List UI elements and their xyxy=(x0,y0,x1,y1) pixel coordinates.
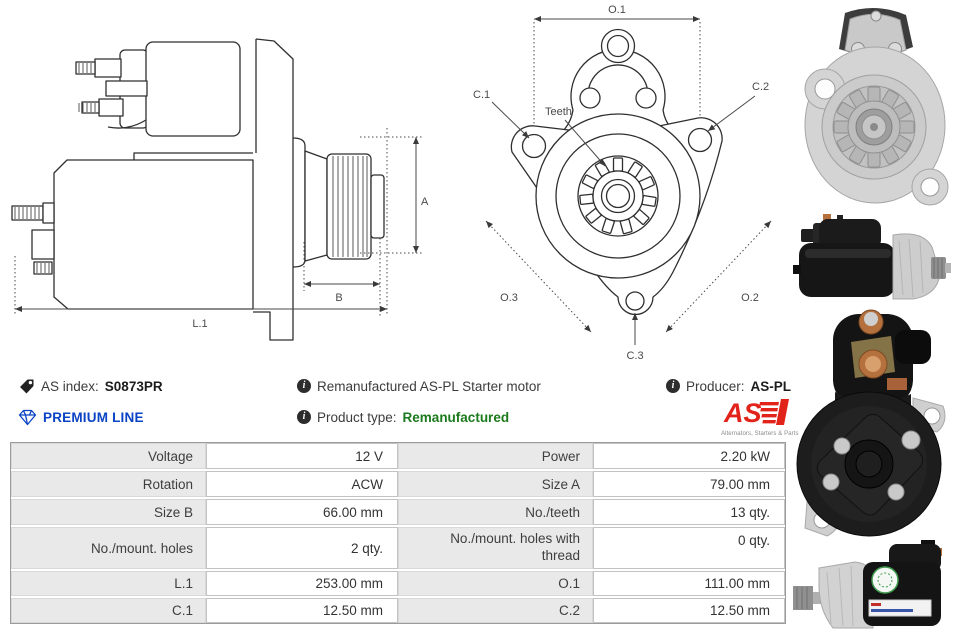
spec-value: 2.20 kW xyxy=(593,443,785,469)
product-photo-side-view xyxy=(793,214,951,300)
spec-value: 13 qty. xyxy=(593,499,785,525)
spec-value: 12 V xyxy=(206,443,398,469)
spec-label: Size B xyxy=(11,499,206,525)
spec-label: Rotation xyxy=(11,471,206,497)
spec-value: 0 qty. xyxy=(593,527,785,569)
dim-label-o1: O.1 xyxy=(608,4,626,16)
description-text: Remanufactured AS-PL Starter motor xyxy=(317,378,541,394)
info-icon xyxy=(297,410,311,424)
spec-value: 111.00 mm xyxy=(593,571,785,596)
aspl-logo-tagline: Alternators, Starters & Parts xyxy=(721,431,799,437)
spec-label: No./mount. holes with thread xyxy=(398,527,593,569)
spec-value: 12.50 mm xyxy=(593,598,785,623)
info-icon xyxy=(666,379,680,393)
product-type-label: Product type: xyxy=(317,409,397,425)
starter-front-view-drawing: O.1 C.1 C.2 Teeth O.3 O.2 C.3 xyxy=(473,4,772,362)
dim-label-l1: L.1 xyxy=(192,318,207,330)
spec-label: No./teeth xyxy=(398,499,593,525)
spec-label: C.1 xyxy=(11,598,206,623)
premium-line-label: PREMIUM LINE xyxy=(43,409,144,425)
spec-value: 79.00 mm xyxy=(593,471,785,497)
product-description: Remanufactured AS-PL Starter motor xyxy=(297,377,541,395)
producer-label: Producer: xyxy=(686,378,745,394)
spec-label: Size A xyxy=(398,471,593,497)
producer-value: AS-PL xyxy=(750,378,792,394)
spec-label: Voltage xyxy=(11,443,206,469)
spec-value: 253.00 mm xyxy=(206,571,398,596)
tag-icon xyxy=(20,379,34,393)
dim-label-c1: C.1 xyxy=(473,89,490,101)
dim-label-c3: C.3 xyxy=(626,350,643,362)
as-index: AS index: S0873PR xyxy=(18,377,163,395)
product-photo-rear-view xyxy=(796,309,946,537)
leader-lines xyxy=(491,95,756,345)
dim-label-o3: O.3 xyxy=(500,292,518,304)
dim-label-o2: O.2 xyxy=(741,292,759,304)
spec-label: L.1 xyxy=(11,571,206,596)
dim-label-b: B xyxy=(335,292,342,304)
product-photo-side-view-2 xyxy=(793,540,942,629)
dim-label-teeth: Teeth xyxy=(545,106,572,118)
producer: Producer: AS-PL xyxy=(666,377,791,395)
product-type-value: Remanufactured xyxy=(402,409,510,425)
diamond-icon xyxy=(18,409,37,425)
side-view-dimensions xyxy=(14,128,424,316)
side-view-outline xyxy=(11,38,385,341)
aspl-logo-mark: AS xyxy=(723,398,789,428)
spec-label: O.1 xyxy=(398,571,593,596)
premium-line: PREMIUM LINE xyxy=(18,408,144,426)
product-photo-front-view xyxy=(804,7,949,206)
info-icon xyxy=(297,379,311,393)
as-index-value: S0873PR xyxy=(104,378,163,394)
product-type: Product type: Remanufactured xyxy=(297,408,509,426)
as-index-label: AS index: xyxy=(41,378,99,394)
spec-value: 12.50 mm xyxy=(206,598,398,623)
spec-value: ACW xyxy=(206,471,398,497)
front-view-outline xyxy=(510,28,723,316)
dim-label-c2: C.2 xyxy=(752,81,769,93)
dim-label-a: A xyxy=(421,196,429,208)
aspl-logo-text: AS xyxy=(723,398,762,426)
starter-side-view-drawing: A B L.1 xyxy=(11,38,429,341)
spec-label: C.2 xyxy=(398,598,593,623)
spec-label: Power xyxy=(398,443,593,469)
spec-value: 66.00 mm xyxy=(206,499,398,525)
hatch-lines xyxy=(14,63,368,273)
spec-label: No./mount. holes xyxy=(11,527,206,569)
spec-table: Voltage 12 V Power 2.20 kW Rotation ACW … xyxy=(10,442,786,624)
aspl-logo: AS Alternators, Starters & Parts xyxy=(721,398,799,437)
spec-value: 2 qty. xyxy=(206,527,398,569)
